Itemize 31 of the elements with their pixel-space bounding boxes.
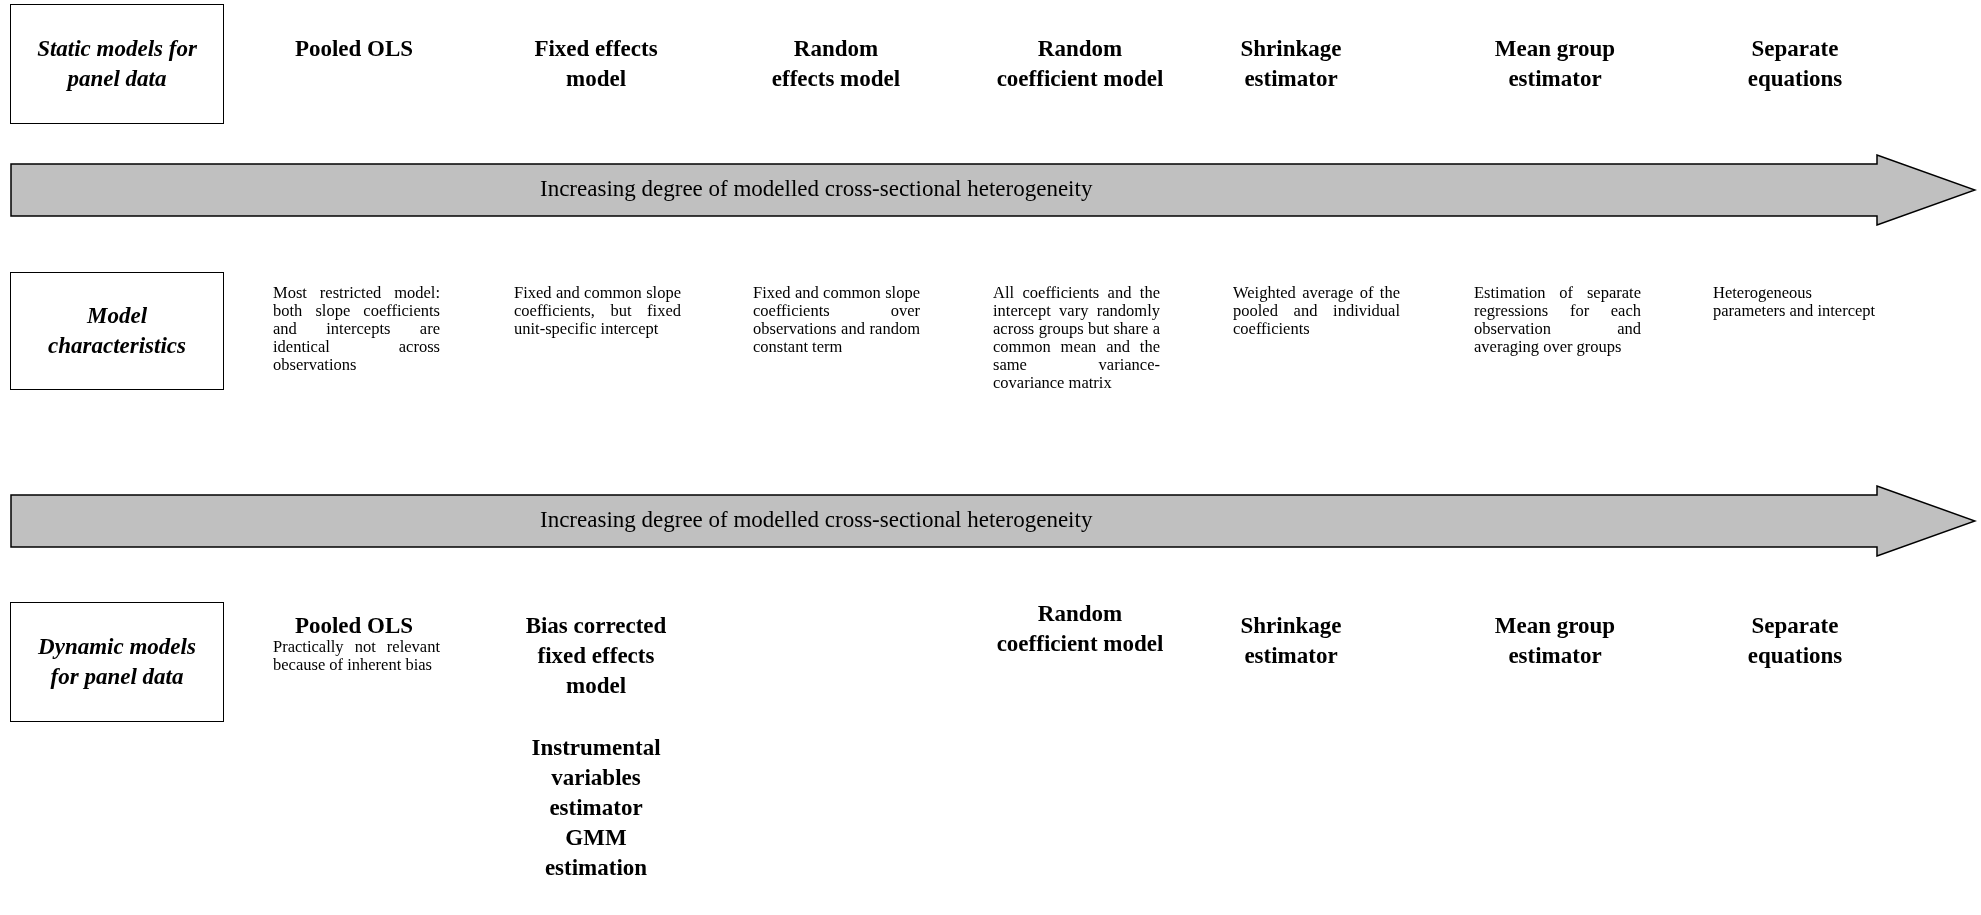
row-header-box: [10, 602, 224, 722]
model-heading: Bias corrected fixed effects model: [524, 612, 668, 700]
row-header: Static models for panel data: [36, 35, 198, 93]
model-description: Weighted average of the pooled and individual coefficients: [1233, 284, 1400, 338]
model-description: Fixed and common slope coefficients over observations and random constant term: [753, 284, 920, 356]
row-header-box: [10, 272, 224, 390]
model-heading: Mean group estimator: [1493, 35, 1617, 93]
model-heading: Random coefficient model: [995, 600, 1165, 658]
model-heading: Mean group estimator: [1493, 612, 1617, 670]
model-heading: Random coefficient model: [995, 35, 1165, 93]
model-heading: Pooled OLS: [293, 612, 415, 640]
model-heading: Pooled OLS: [293, 35, 415, 63]
model-heading: Instrumental variables estimator: [530, 734, 662, 822]
model-heading: Fixed effects model: [533, 35, 659, 93]
model-description: Estimation of separate regressions for each observation and averaging over groups: [1474, 284, 1641, 356]
model-description: Fixed and common slope coefficients, but fixed unit-specific intercept: [514, 284, 681, 338]
model-description: All coefficients and the intercept vary randomly across groups but share a common mean and the same variance-covariance matrix: [993, 284, 1160, 392]
arrow-label: Increasing degree of modelled cross-sectional heterogeneity: [540, 176, 1093, 202]
row-header: Dynamic models for panel data: [37, 633, 197, 691]
arrow-label: Increasing degree of modelled cross-sectional heterogeneity: [540, 507, 1093, 533]
row-header: Model characteristics: [47, 302, 187, 360]
model-description: Heterogeneous parameters and intercept: [1713, 284, 1877, 320]
model-heading: Separate equations: [1746, 612, 1844, 670]
model-heading: Shrinkage estimator: [1239, 35, 1343, 93]
model-heading: Random effects model: [770, 35, 902, 93]
model-heading: GMM estimation: [543, 824, 649, 882]
model-heading: Shrinkage estimator: [1239, 612, 1343, 670]
row-header-box: [10, 4, 224, 124]
model-description: Most restricted model: both slope coefficients and intercepts are identical across observations: [273, 284, 440, 374]
model-heading: Separate equations: [1746, 35, 1844, 93]
model-note: Practically not relevant because of inherent bias: [273, 638, 440, 674]
